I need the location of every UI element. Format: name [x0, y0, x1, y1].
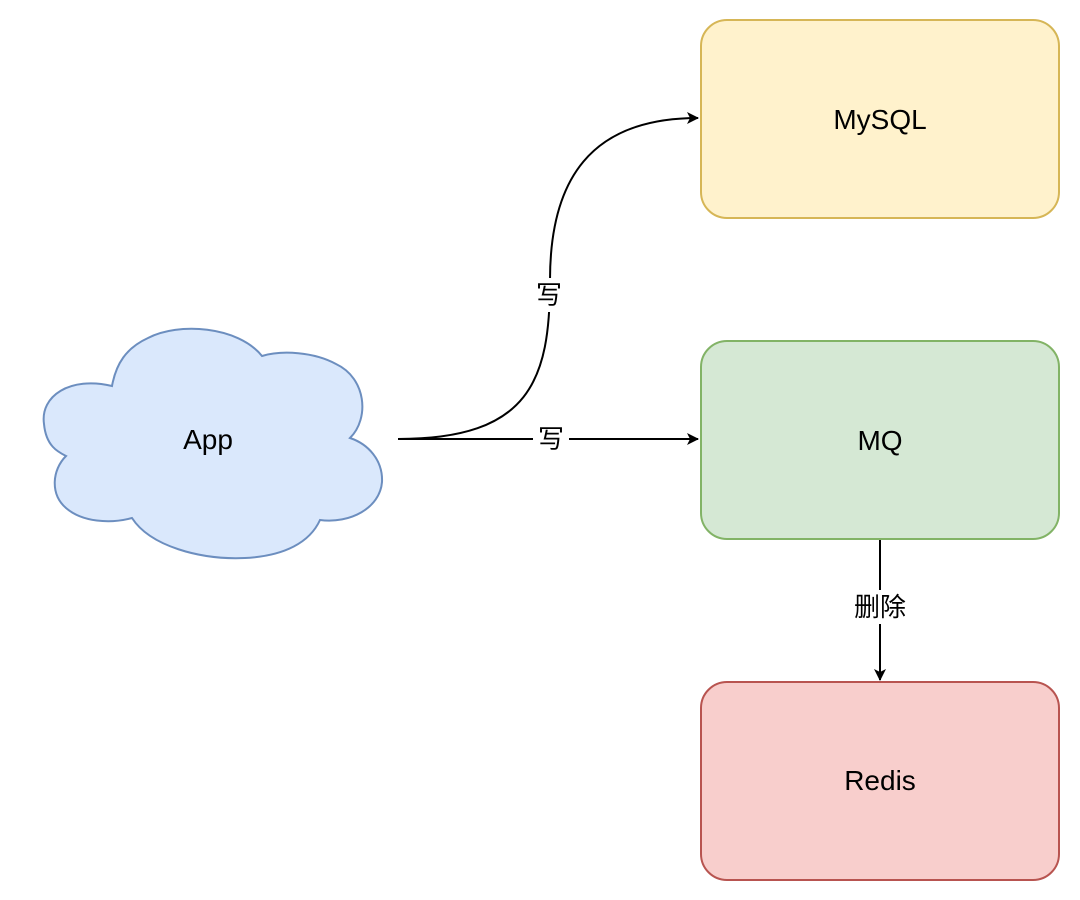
- edge-mq-to-redis: 删除: [848, 540, 912, 681]
- node-redis-label: Redis: [844, 765, 916, 796]
- node-app-label: App: [183, 424, 233, 455]
- node-redis[interactable]: Redis: [700, 681, 1060, 881]
- node-mq[interactable]: MQ: [700, 340, 1060, 540]
- edge-app-to-mysql-label: 写: [536, 281, 562, 311]
- mq-box: [700, 340, 1060, 540]
- node-app[interactable]: App: [42, 327, 384, 560]
- edge-app-to-mysql: 写: [397, 112, 699, 440]
- redis-box: [700, 681, 1060, 881]
- node-mysql-label: MySQL: [833, 104, 926, 135]
- edge-app-to-mq: 写: [398, 424, 699, 456]
- app-cloud-shape: [42, 327, 384, 560]
- node-mq-label: MQ: [857, 425, 902, 456]
- edge-app-to-mq-label: 写: [538, 425, 564, 455]
- node-mysql[interactable]: MySQL: [700, 19, 1060, 219]
- mysql-box: [700, 19, 1060, 219]
- edge-mq-to-redis-label: 删除: [854, 593, 906, 623]
